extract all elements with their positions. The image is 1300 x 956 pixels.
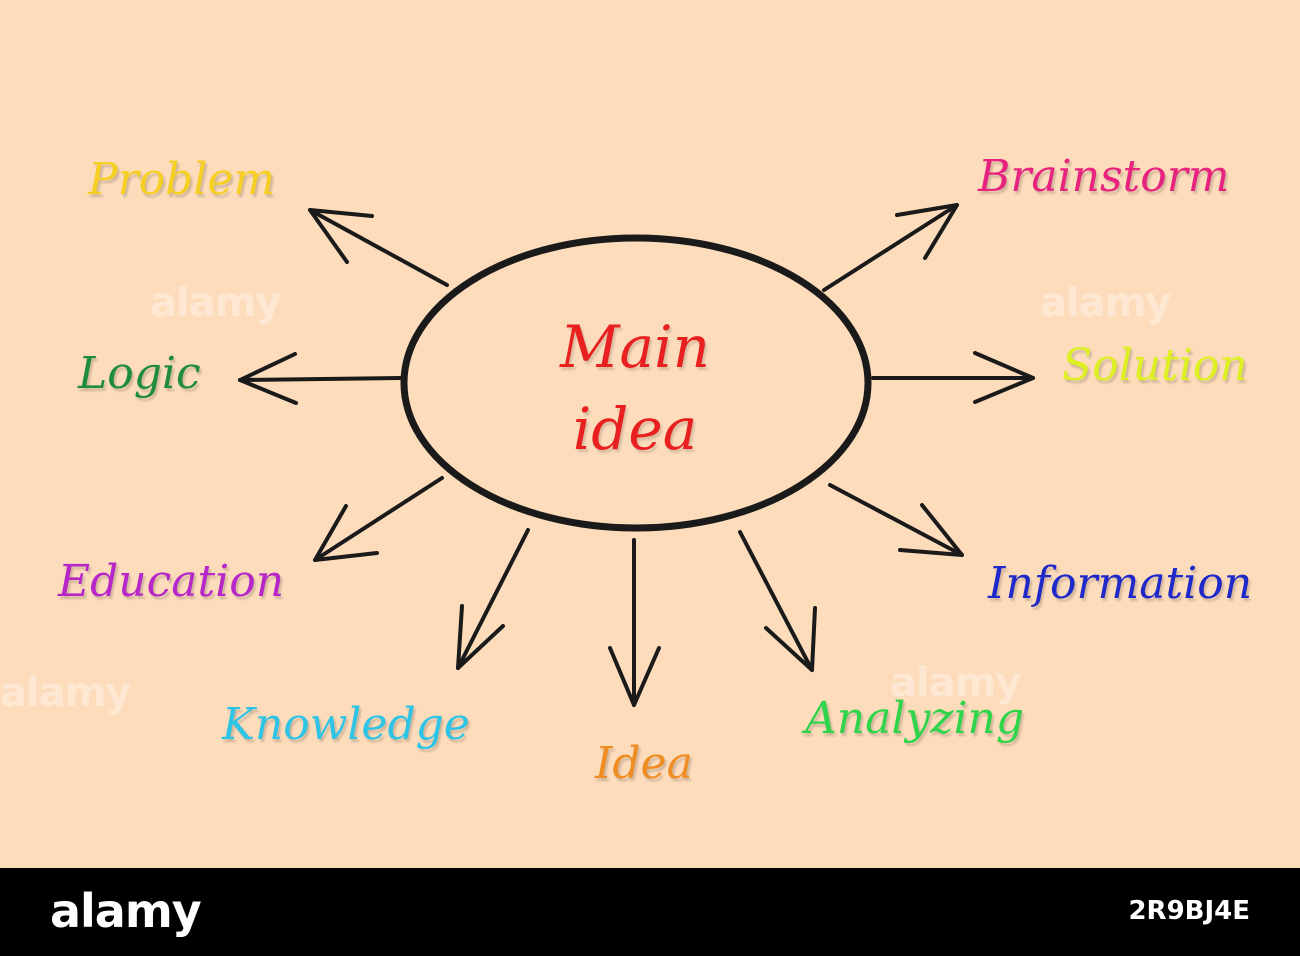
term-problem: Problem	[88, 154, 276, 205]
term-solution: Solution	[1062, 340, 1248, 391]
arrow-problem	[308, 208, 449, 287]
term-education: Education	[58, 556, 285, 607]
mind-map-diagram	[238, 203, 1035, 707]
watermark: alamy	[890, 660, 1021, 706]
footer-bar: alamy 2R9BJ4E	[0, 868, 1300, 956]
arrow-idea	[608, 538, 661, 707]
center-title-line-1: Main	[560, 313, 710, 381]
watermark: alamy	[1040, 280, 1171, 326]
arrow-knowledge	[456, 528, 530, 670]
term-logic: Logic	[78, 348, 201, 399]
center-ellipse	[400, 234, 872, 532]
arrow-brainstorm	[822, 203, 959, 292]
watermark: alamy	[0, 670, 131, 716]
term-brainstorm: Brainstorm	[978, 151, 1230, 202]
arrow-solution	[871, 351, 1035, 404]
term-analyzing: Analyzing	[805, 693, 1025, 744]
term-knowledge: Knowledge	[222, 699, 470, 750]
arrow-education	[313, 476, 444, 562]
term-information: Information	[988, 558, 1253, 609]
term-idea: Idea	[595, 738, 693, 789]
diagram-canvas: alamy alamy alamy alamy	[0, 0, 1300, 868]
footer-image-id: 2R9BJ4E	[1128, 896, 1250, 926]
arrow-information	[828, 483, 964, 557]
watermark: alamy	[150, 280, 281, 326]
arrow-logic	[238, 352, 402, 405]
arrow-analyzing	[738, 530, 817, 672]
center-title-line-2: idea	[572, 395, 698, 463]
footer-logo: alamy	[50, 884, 202, 938]
